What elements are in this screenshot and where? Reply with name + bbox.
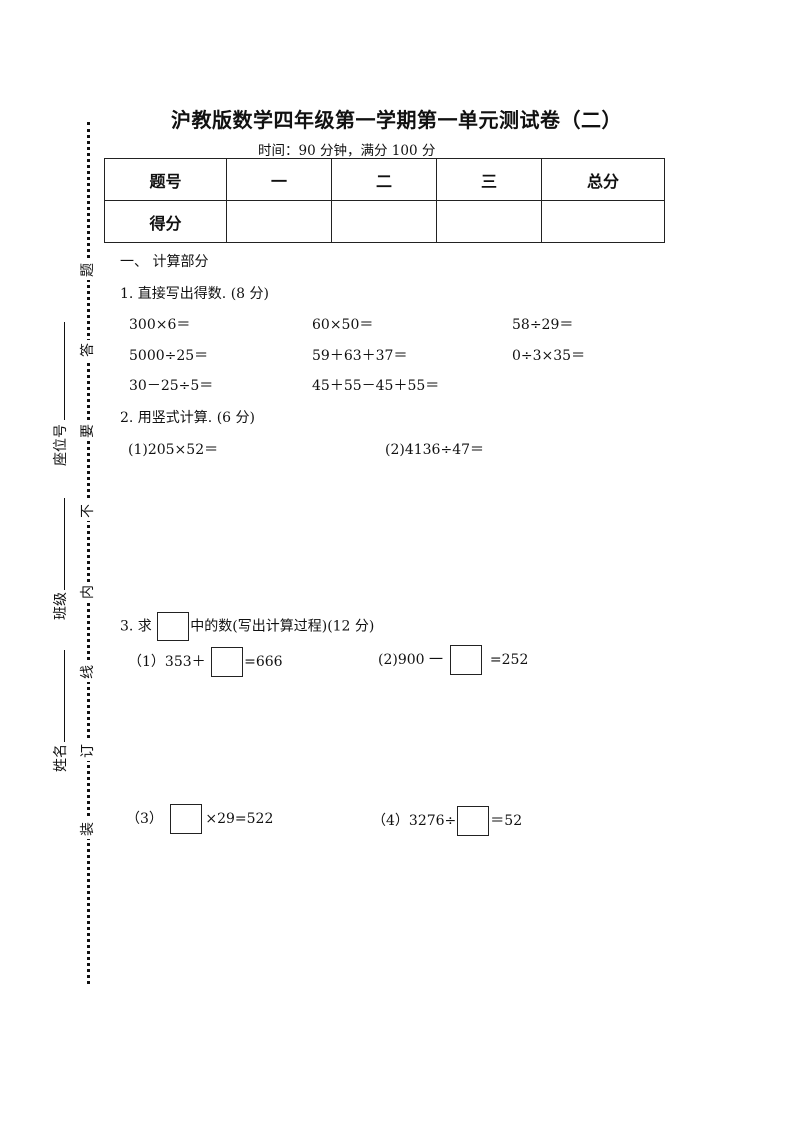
row-header-question-number: 题号	[104, 158, 227, 201]
answer-box[interactable]	[170, 804, 203, 834]
question-3-title-before: 3. 求	[120, 618, 152, 635]
page-title: 沪教版数学四年级第一学期第一单元测试卷（二）	[171, 108, 622, 132]
calc-item: 60×50＝	[312, 317, 374, 333]
table-row-header: 题号 一 二 三 总分	[104, 158, 665, 201]
calc-item: 45＋55－45＋55＝	[312, 378, 440, 394]
question-3-title: 3. 求 中的数(写出计算过程)(12 分)	[120, 612, 374, 641]
fill-box-item-1: （1）353＋ =666	[128, 647, 283, 677]
section-heading: 一、 计算部分	[120, 254, 209, 270]
column-section-2: 二	[331, 158, 437, 201]
item-prefix: （4）3276÷	[372, 813, 457, 829]
score-cell-1[interactable]	[226, 200, 332, 243]
item-prefix: (2)900 一	[378, 652, 444, 668]
item-suffix: =252	[485, 652, 529, 668]
calc-item: 300×6＝	[129, 317, 191, 333]
answer-box[interactable]	[211, 647, 244, 677]
seal-char: 题	[80, 260, 96, 280]
question-2-title: 2. 用竖式计算. (6 分)	[120, 410, 255, 426]
seat-number-field[interactable]	[64, 322, 65, 420]
placeholder-box-icon	[157, 612, 190, 641]
vertical-calc-item: (1)205×52＝	[128, 442, 219, 458]
calc-item: 58÷29＝	[512, 317, 574, 333]
answer-box[interactable]	[450, 645, 483, 675]
class-field[interactable]	[64, 498, 65, 590]
fill-box-item-2: (2)900 一 =252	[378, 645, 528, 675]
item-suffix: =666	[244, 654, 283, 670]
seal-char: 订	[80, 741, 96, 761]
item-prefix: （3）	[126, 811, 163, 827]
column-section-1: 一	[226, 158, 332, 201]
name-label: 姓名	[53, 744, 69, 772]
binding-dotted-line	[87, 122, 90, 984]
table-row-score: 得分	[104, 200, 665, 243]
calc-item: 59＋63＋37＝	[312, 348, 408, 364]
score-cell-3[interactable]	[436, 200, 542, 243]
exam-info: 时间：90 分钟，满分 100 分	[258, 143, 436, 159]
fill-box-item-4: （4）3276÷ ＝52	[372, 806, 522, 836]
score-cell-total[interactable]	[541, 200, 665, 243]
calc-item: 0÷3×35＝	[512, 348, 586, 364]
seat-number-label: 座位号	[53, 424, 69, 466]
row-header-score: 得分	[104, 200, 227, 243]
column-section-3: 三	[436, 158, 542, 201]
score-table: 题号 一 二 三 总分 得分	[104, 158, 665, 243]
calc-item: 5000÷25＝	[129, 348, 209, 364]
seal-char: 装	[80, 819, 96, 839]
item-prefix: （1）353＋	[128, 654, 206, 670]
seal-char: 线	[80, 662, 96, 682]
fill-box-item-3: （3） ×29=522	[126, 804, 273, 834]
answer-box[interactable]	[457, 806, 490, 836]
seal-char: 要	[80, 421, 96, 441]
vertical-calc-item: (2)4136÷47＝	[385, 442, 485, 458]
calc-item: 30－25÷5＝	[129, 378, 214, 394]
question-1-title: 1. 直接写出得数. (8 分)	[120, 286, 269, 302]
item-suffix: ＝52	[490, 813, 523, 829]
seal-char: 不	[80, 501, 96, 521]
column-total: 总分	[541, 158, 665, 201]
class-label: 班级	[53, 592, 69, 620]
score-cell-2[interactable]	[331, 200, 437, 243]
name-field[interactable]	[64, 650, 65, 742]
seal-char: 答	[80, 340, 96, 360]
item-suffix: ×29=522	[205, 811, 274, 827]
question-3-title-after: 中的数(写出计算过程)(12 分)	[190, 618, 375, 635]
seal-char: 内	[80, 582, 96, 602]
